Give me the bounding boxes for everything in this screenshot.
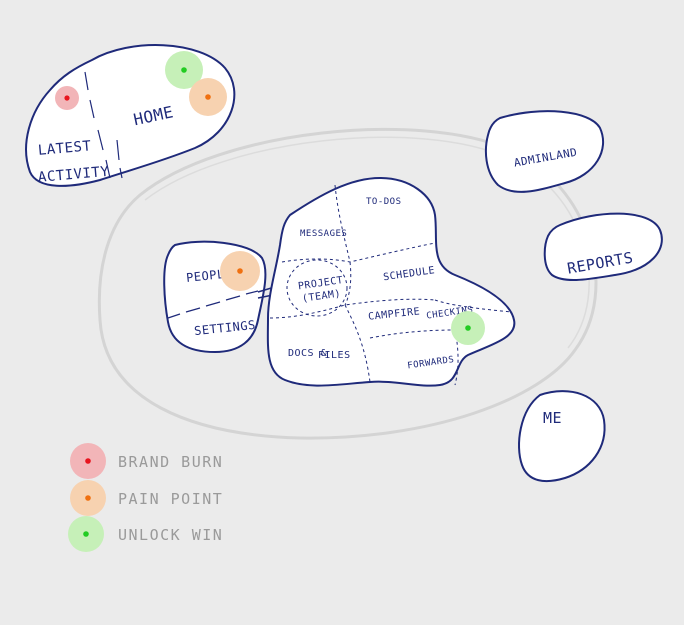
todos-label: TO-DOS	[366, 197, 402, 207]
reports-blob	[543, 212, 663, 282]
pain-point-marker	[205, 94, 211, 100]
legend-brand-burn-label: BRAND BURN	[118, 453, 223, 471]
adminland-blob	[484, 110, 605, 193]
me-label: ME	[543, 409, 562, 427]
brand-burn-marker	[64, 95, 70, 101]
latest-activity-label-line2: ACTIVITY	[37, 164, 110, 186]
legend-unlock-win-label: UNLOCK WIN	[118, 526, 223, 544]
me-blob	[518, 390, 606, 483]
latest-activity-label-line1: LATEST	[37, 138, 92, 159]
campfire-label: CAMPFIRE	[368, 306, 421, 322]
docs-files-label-line1: DOCS &	[288, 348, 327, 359]
unlock-win-marker	[181, 67, 187, 73]
unlock-win-marker	[465, 325, 471, 331]
messages-label: MESSAGES	[300, 229, 347, 239]
project-team-label-line2: (TEAM)	[301, 288, 341, 304]
legend: BRAND BURN PAIN POINT UNLOCK WIN	[68, 443, 223, 552]
project-section-dividers	[269, 184, 513, 386]
home-divider-line-b	[116, 139, 123, 179]
docs-files-label-line2: FILES	[318, 350, 351, 361]
legend-brand-burn-dot	[85, 458, 91, 464]
legend-pain-point-label: PAIN POINT	[118, 490, 223, 508]
home-area-blob	[25, 44, 236, 187]
people-settings-divider	[167, 290, 259, 319]
home-divider-line	[84, 71, 111, 179]
project-ring	[97, 127, 598, 440]
settings-label: SETTINGS	[193, 318, 256, 338]
legend-unlock-win-dot	[83, 531, 89, 537]
legend-pain-point-dot	[85, 495, 91, 501]
pain-point-marker	[237, 268, 243, 274]
